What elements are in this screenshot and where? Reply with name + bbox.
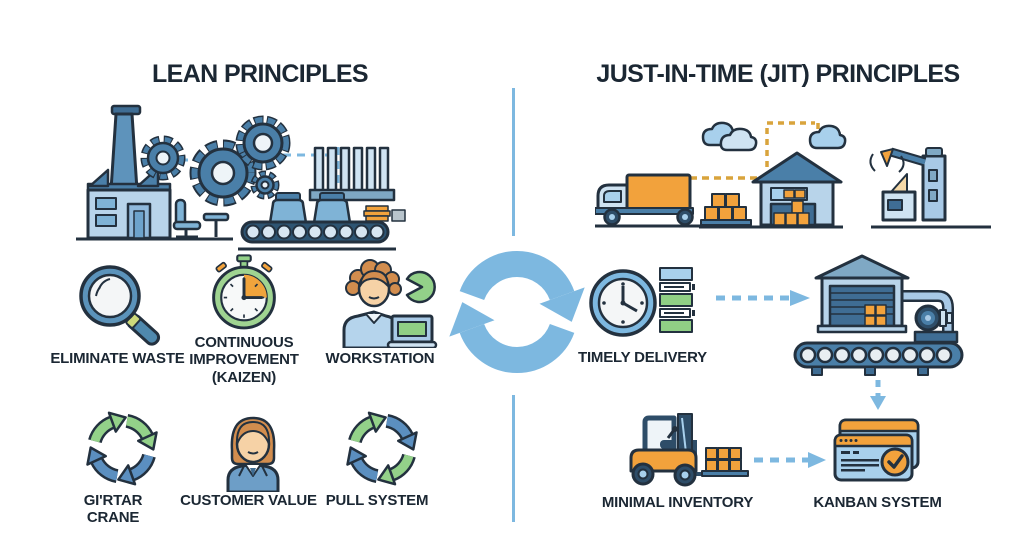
gear-top: [235, 115, 291, 171]
customer-person-icon: [198, 406, 298, 492]
warehouse: [751, 151, 843, 227]
robot-arm: [869, 147, 947, 222]
jit-title: JUST-IN-TIME (JIT) PRINCIPLES: [596, 60, 960, 88]
clock-checklist-icon: [588, 260, 716, 346]
gear-small: [140, 135, 186, 181]
pipe-stack: [308, 146, 396, 202]
factory-gears-conveyor-illustration: [70, 98, 422, 254]
green-arrow-shape: [405, 270, 436, 304]
dashed-arrow-down-icon: [868, 378, 888, 412]
label-girtar-crane: GI'RTAR CRANE: [83, 492, 143, 527]
hopper-machines: [268, 192, 352, 225]
gear-tiny: [250, 170, 280, 200]
divider-line-bottom: [512, 395, 515, 522]
recycle-arrows-icon: [72, 406, 172, 492]
forklift-icon: [618, 402, 750, 490]
gear-big: [189, 139, 257, 207]
checklist-bars: [659, 267, 695, 333]
label-kanban-system: KANBAN SYSTEM: [813, 494, 942, 511]
cloud: [808, 124, 847, 150]
label-eliminate-waste: ELIMINATE WASTE: [50, 350, 185, 367]
label-continuous-improvement: CONTINUOUS IMPROVEMENT (KAIZEN): [189, 334, 299, 386]
label-pull-system: PULL SYSTEM: [325, 492, 429, 509]
divider-line-top: [512, 88, 515, 236]
dashed-arrow-right-icon: [752, 450, 830, 470]
label-minimal-inventory: MINIMAL INVENTORY: [601, 494, 754, 511]
label-customer-value: CUSTOMER VALUE: [180, 492, 317, 509]
exchange-cycle-icon: [447, 232, 587, 392]
lean-title: LEAN PRINCIPLES: [151, 60, 369, 88]
cloud: [719, 127, 758, 152]
warehouse-conveyor-icon: [788, 248, 1024, 378]
truck: [595, 173, 694, 226]
pull-cycle-arrows-icon: [332, 406, 432, 492]
orange-stack: [363, 205, 406, 222]
magnifier-icon: [70, 262, 166, 352]
kanban-cards-icon: [822, 406, 940, 490]
dashed-arrow-right-icon: [714, 288, 814, 308]
truck-warehouse-robot-illustration: [595, 112, 1003, 240]
stopwatch-icon: [205, 252, 283, 333]
label-workstation: WORKSTATION: [325, 350, 435, 367]
pallet-boxes: [700, 193, 752, 226]
forklift-boxes: [705, 447, 742, 472]
label-timely-delivery: TIMELY DELIVERY: [578, 349, 707, 366]
worker-workstation-icon: [322, 256, 438, 348]
